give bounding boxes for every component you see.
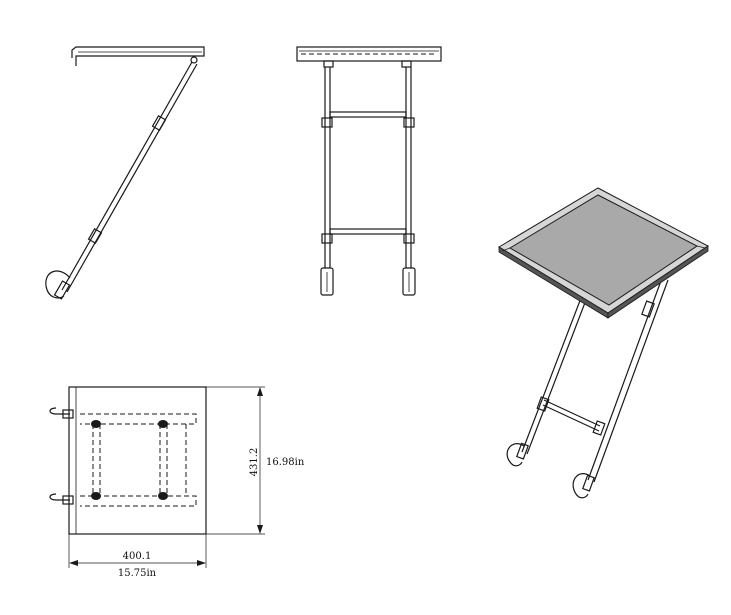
top-clamp-ur [158, 420, 168, 428]
top-hidden-upper-rail [80, 413, 197, 425]
front-foot-right [402, 267, 416, 296]
front-clamp-ul [321, 117, 333, 128]
iso-hook-left [506, 443, 525, 467]
iso-leg-right-a [587, 277, 663, 481]
side-tray-profile [71, 46, 205, 66]
iso-foot-right [582, 474, 595, 492]
side-leg-line-b [66, 63, 198, 293]
top-hook-lower [49, 493, 70, 501]
side-clamp-lower [87, 227, 103, 245]
iso-crossbar-a [543, 399, 601, 427]
iso-tray-corner-b [696, 245, 706, 249]
dim-arrow-right [197, 560, 206, 566]
dim-arrow-left [69, 560, 78, 566]
front-tray [296, 46, 442, 62]
side-foot-pad [53, 280, 71, 300]
iso-clamp-right [592, 420, 606, 436]
iso-leg-right-b [593, 279, 669, 483]
front-foot-left [320, 267, 334, 296]
side-leg-line-a [61, 61, 193, 291]
front-crossbar-lower [329, 228, 407, 235]
iso-leg-left-a [521, 297, 582, 453]
front-clamp-ur [403, 117, 415, 128]
iso-tray-side-edge [607, 245, 709, 319]
iso-clamp-left [536, 396, 550, 412]
front-hinge-left [323, 60, 334, 68]
side-view [45, 46, 205, 300]
top-hidden-lower-rail [80, 495, 197, 507]
top-hook-upper [49, 407, 70, 415]
iso-crossbar-b [542, 404, 600, 432]
isometric-view [498, 187, 709, 499]
front-crossbar-upper [329, 111, 407, 118]
dim-arrow-top [257, 387, 263, 396]
iso-foot-left [516, 442, 529, 460]
iso-clamp-upper [641, 300, 655, 318]
iso-hook-right [572, 473, 591, 499]
iso-tray-surface [509, 194, 698, 306]
front-clamp-ll [321, 233, 333, 244]
front-view [296, 46, 442, 296]
side-foot-hook [45, 270, 71, 299]
top-view: 431.2 16.98in 400.1 15.75in [49, 386, 305, 579]
depth-mm-label: 431.2 [249, 448, 260, 477]
top-clamp-ul [91, 420, 101, 428]
width-in-label: 15.75in [118, 568, 157, 579]
front-clamp-lr [403, 233, 415, 244]
width-mm-label: 400.1 [123, 551, 152, 562]
top-hook-lower-block [62, 495, 74, 505]
top-clamp-ll [91, 492, 101, 500]
depth-in-label: 16.98in [266, 457, 305, 468]
side-hinge [190, 56, 198, 64]
iso-leg-left-b [526, 299, 587, 455]
iso-tray-corner-a [501, 247, 511, 252]
top-hook-upper-block [62, 409, 74, 419]
dim-arrow-bottom [257, 525, 263, 534]
top-clamp-lr [158, 492, 168, 500]
top-tray-outline [68, 386, 207, 535]
side-clamp-upper [151, 114, 167, 132]
front-hinge-right [401, 60, 412, 68]
